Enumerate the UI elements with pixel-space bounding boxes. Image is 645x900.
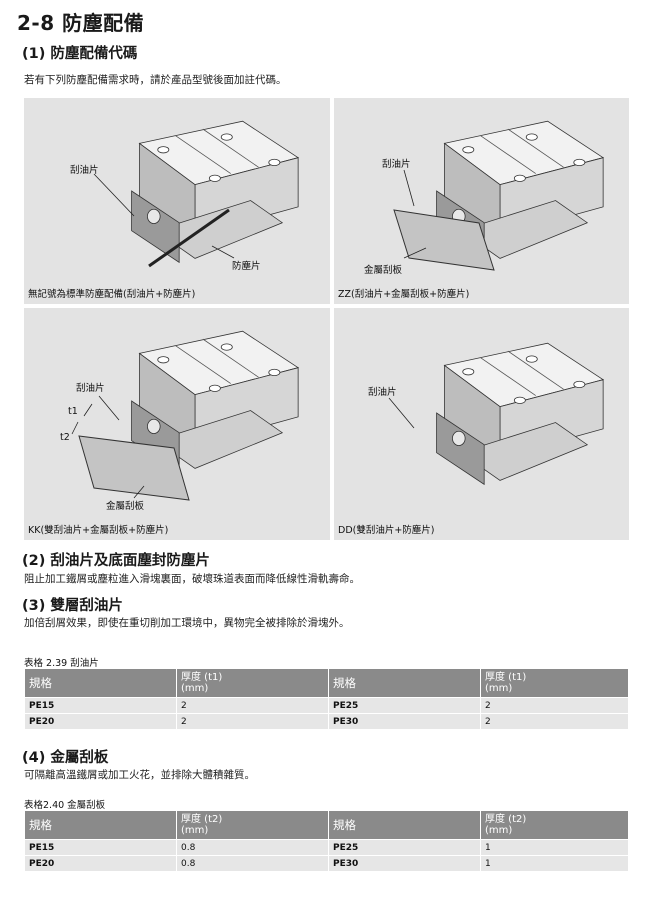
cell: 1	[481, 840, 628, 855]
figure-dd: 刮油片 DD(雙刮油片+防塵片)	[334, 308, 629, 540]
col-spec-2: 規格	[329, 811, 480, 839]
sub3-title: (3) 雙層刮油片	[22, 598, 123, 614]
figure-standard: 刮油片 防塵片 無記號為標準防塵配備(刮油片+防塵片)	[24, 98, 330, 304]
label-oil-scraper-dd: 刮油片	[368, 387, 397, 398]
cell: PE25	[329, 840, 480, 855]
cell: 2	[481, 714, 628, 729]
figure-dd-drawing	[388, 342, 604, 485]
figure-zz-caption: ZZ(刮油片+金屬刮板+防塵片)	[338, 289, 470, 300]
table-header-row: 規格 厚度 (t1)(mm) 規格 厚度 (t1)(mm)	[25, 669, 628, 697]
figure-kk: 刮油片 t1 t2 金屬刮板 KK(雙刮油片+金屬刮板+防塵片)	[24, 308, 330, 540]
table1-caption: 表格 2.39 刮油片	[24, 658, 99, 669]
label-oil-scraper: 刮油片	[70, 165, 99, 176]
label-metal-scraper-zz: 金屬刮板	[364, 265, 403, 276]
cell: 0.8	[177, 840, 328, 855]
figure-zz: 刮油片 金屬刮板 ZZ(刮油片+金屬刮板+防塵片)	[334, 98, 629, 304]
table-row: PE20 0.8 PE30 1	[25, 856, 628, 871]
sub1-title: (1) 防塵配備代碼	[22, 46, 138, 62]
figure-zz-drawing	[393, 120, 604, 271]
cell: PE30	[329, 856, 480, 871]
label-metal-scraper-kk: 金屬刮板	[106, 501, 145, 512]
cell: PE30	[329, 714, 480, 729]
label-oil-scraper-zz: 刮油片	[382, 159, 411, 170]
figure-dd-caption: DD(雙刮油片+防塵片)	[338, 525, 435, 536]
table-header-row: 規格 厚度 (t2)(mm) 規格 厚度 (t2)(mm)	[25, 811, 628, 839]
cell: PE25	[329, 698, 480, 713]
cell: 2	[177, 698, 328, 713]
col-thickness-2: 厚度 (t2)(mm)	[481, 811, 628, 839]
sub2-title: (2) 刮油片及底面塵封防塵片	[22, 553, 210, 569]
col-thickness-2: 厚度 (t1)(mm)	[481, 669, 628, 697]
table-oil-scraper: 規格 厚度 (t1)(mm) 規格 厚度 (t1)(mm) PE15 2 PE2…	[24, 668, 629, 730]
cell: 2	[177, 714, 328, 729]
cell: 2	[481, 698, 628, 713]
table-metal-scraper: 規格 厚度 (t2)(mm) 規格 厚度 (t2)(mm) PE15 0.8 P…	[24, 810, 629, 872]
cell: 1	[481, 856, 628, 871]
sub3-text: 加倍刮屑效果，即使在重切削加工環境中，異物完全被排除於滑塊外。	[24, 617, 350, 629]
label-oil-scraper-kk: 刮油片	[76, 383, 105, 394]
figure-standard-drawing	[93, 120, 299, 268]
figure-kk-drawing	[71, 330, 299, 501]
label-t1: t1	[68, 406, 78, 417]
col-thickness-1: 厚度 (t2)(mm)	[177, 811, 328, 839]
table-row: PE20 2 PE30 2	[25, 714, 628, 729]
figure-kk-caption: KK(雙刮油片+金屬刮板+防塵片)	[28, 525, 169, 536]
cell: 0.8	[177, 856, 328, 871]
table-row: PE15 2 PE25 2	[25, 698, 628, 713]
table2-caption: 表格2.40 金屬刮板	[24, 800, 106, 811]
label-t2: t2	[60, 432, 70, 443]
figure-standard-caption: 無記號為標準防塵配備(刮油片+防塵片)	[28, 289, 196, 300]
table-row: PE15 0.8 PE25 1	[25, 840, 628, 855]
col-spec-1: 規格	[25, 811, 176, 839]
cell: PE20	[25, 714, 176, 729]
sub4-title: (4) 金屬刮板	[22, 750, 109, 766]
section-title: 2-8 防塵配備	[17, 11, 145, 35]
cell: PE15	[25, 698, 176, 713]
col-spec-1: 規格	[25, 669, 176, 697]
sub4-text: 可隔離高溫鐵屑或加工火花，並排除大體積雜質。	[24, 769, 255, 781]
cell: PE15	[25, 840, 176, 855]
label-dust-seal: 防塵片	[232, 261, 261, 272]
sub2-text: 阻止加工鐵屑或塵粒進入滑塊裏面，破壞珠道表面而降低線性滑軌壽命。	[24, 573, 360, 585]
cell: PE20	[25, 856, 176, 871]
col-spec-2: 規格	[329, 669, 480, 697]
sub1-text: 若有下列防塵配備需求時，請於產品型號後面加註代碼。	[24, 74, 287, 86]
col-thickness-1: 厚度 (t1)(mm)	[177, 669, 328, 697]
